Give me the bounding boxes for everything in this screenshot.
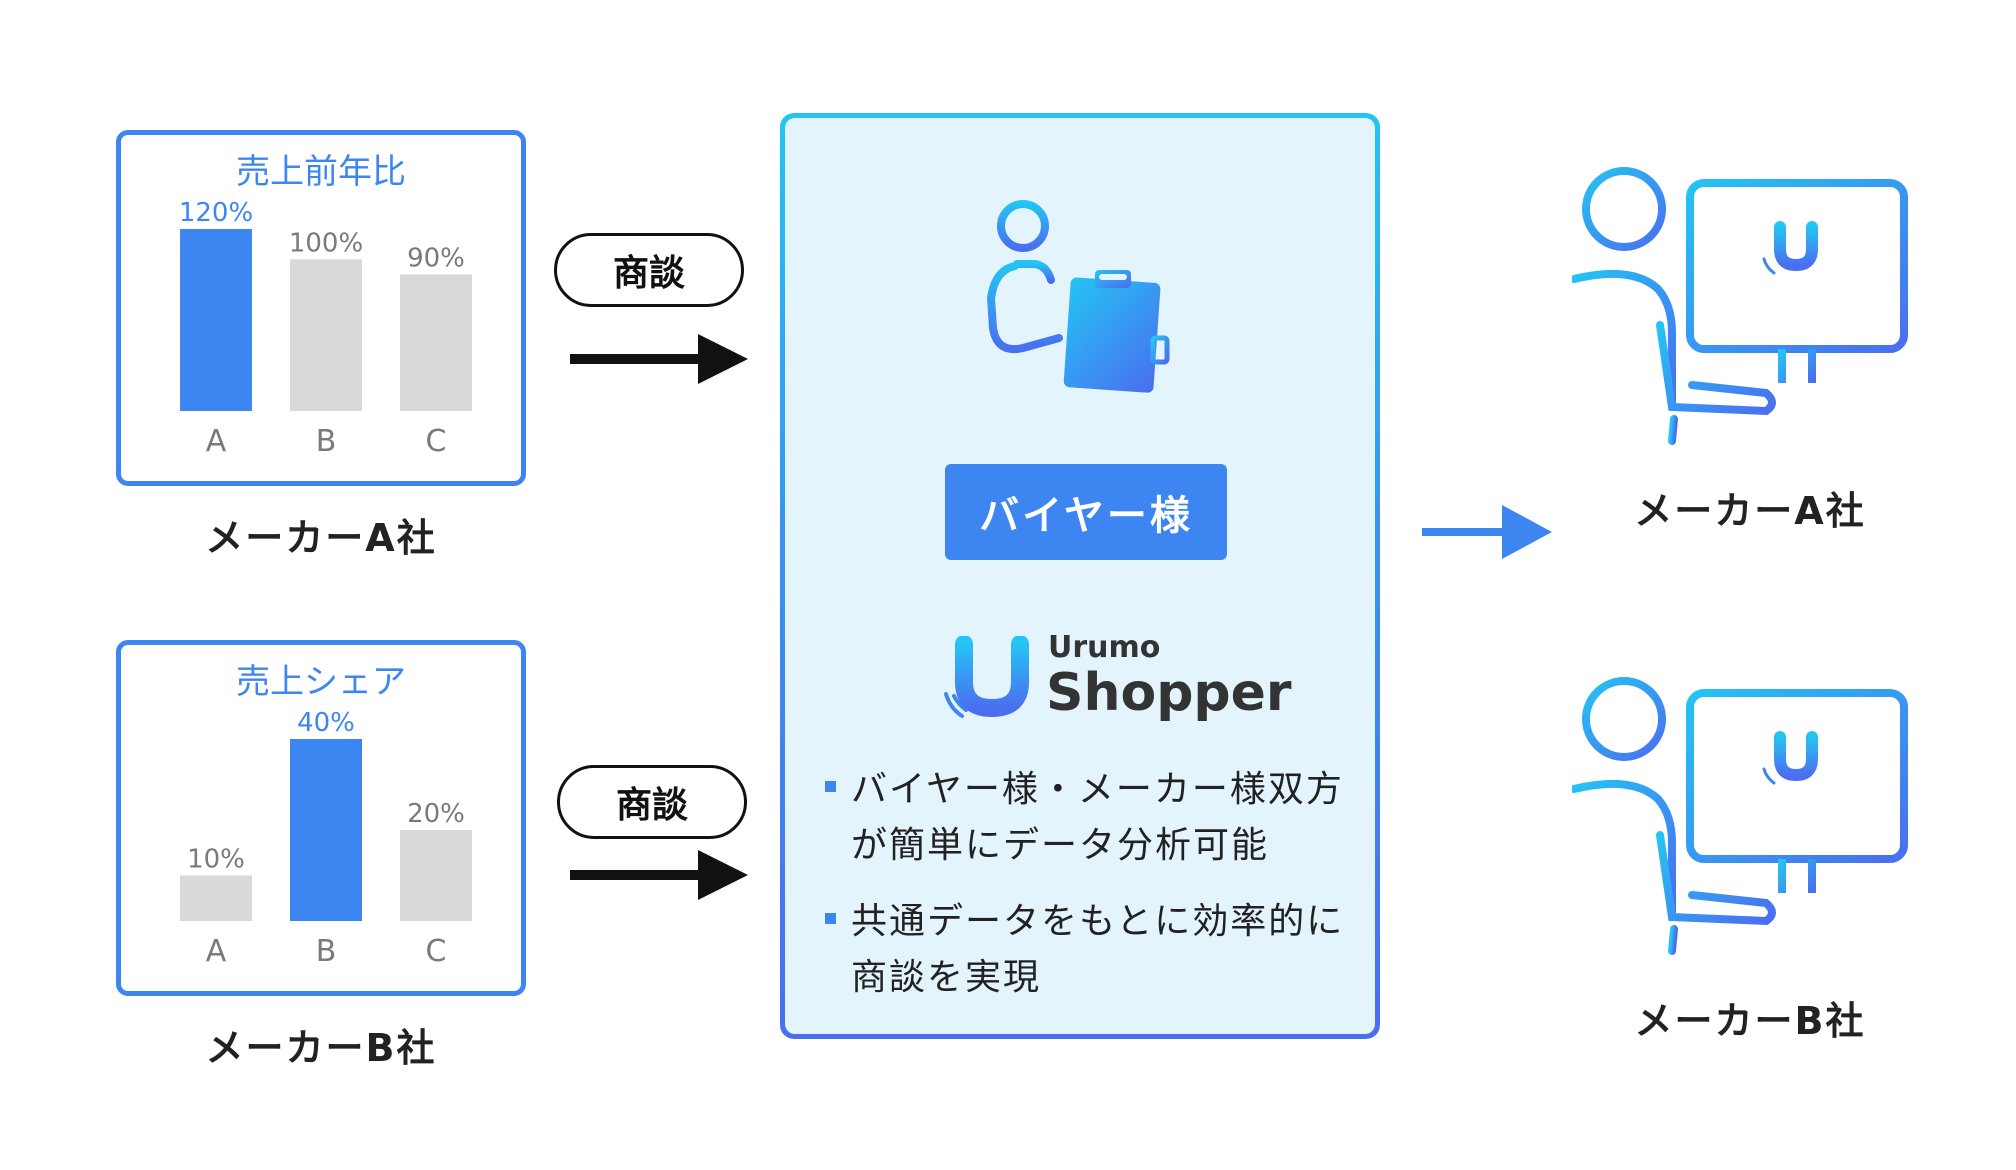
bar-B (290, 259, 362, 411)
category-label-A: A (206, 424, 227, 459)
bar-C (400, 830, 472, 921)
category-label-B: B (316, 934, 337, 969)
value-label-B: 40% (297, 708, 355, 738)
bar-B (290, 739, 362, 921)
feature-text: 共通データをもとに効率的に商談を実現 (851, 901, 1345, 998)
bullet-square-icon (825, 913, 836, 924)
value-label-B: 100% (289, 228, 363, 258)
maker-a-label-left: メーカーA社 (205, 516, 437, 560)
brand-name-small: Urumo (1048, 630, 1161, 665)
category-label-A: A (206, 934, 227, 969)
bar-C (400, 274, 472, 411)
arrow-right-icon (570, 850, 748, 900)
negotiation-pill-a: 商談 (554, 233, 744, 307)
clipboard-icon (1063, 270, 1170, 393)
feature-bullet: バイヤー様・メーカー様双方が簡単にデータ分析可能 (825, 762, 1365, 874)
bar-A (180, 229, 252, 411)
feature-bullet: 共通データをもとに効率的に商談を実現 (825, 894, 1365, 1006)
bullet-square-icon (825, 781, 836, 792)
value-label-C: 20% (407, 799, 465, 829)
feature-text: バイヤー様・メーカー様双方が簡単にデータ分析可能 (851, 769, 1344, 866)
urumo-logo-icon (944, 636, 1029, 718)
chart-yoy-sales: 売上前年比 120% A 100% B 90% C (179, 152, 472, 459)
category-label-B: B (316, 424, 337, 459)
person-at-monitor-icon (1572, 677, 1908, 955)
category-label-C: C (426, 934, 447, 969)
maker-b-label-right: メーカーB社 (1634, 999, 1866, 1043)
chart-title: 売上シェア (236, 662, 406, 702)
brand-name-large: Shopper (1046, 663, 1292, 723)
bar-A (180, 875, 252, 921)
arrow-right-icon (570, 334, 748, 384)
value-label-A: 10% (187, 845, 245, 875)
negotiation-pill-b: 商談 (557, 765, 747, 839)
urumo-shopper-panel: バイヤー様 Urumo Shopper バイヤー様・メーカー様双方が簡単にデータ… (780, 113, 1380, 1039)
chart-card-yoy: 売上前年比 120% A 100% B 90% C (116, 130, 526, 486)
chart-title: 売上前年比 (236, 152, 406, 192)
maker-b-label-left: メーカーB社 (205, 1026, 437, 1070)
maker-a-label-right: メーカーA社 (1634, 489, 1866, 533)
person-at-monitor-icon (1572, 167, 1908, 445)
value-label-A: 120% (179, 198, 253, 228)
value-label-C: 90% (407, 244, 465, 274)
arrow-right-icon (1422, 505, 1552, 559)
chart-sales-share: 売上シェア 10% A 40% B 20% C (180, 662, 472, 969)
category-label-C: C (426, 424, 447, 459)
buyer-badge: バイヤー様 (945, 464, 1227, 560)
chart-card-share: 売上シェア 10% A 40% B 20% C (116, 640, 526, 996)
